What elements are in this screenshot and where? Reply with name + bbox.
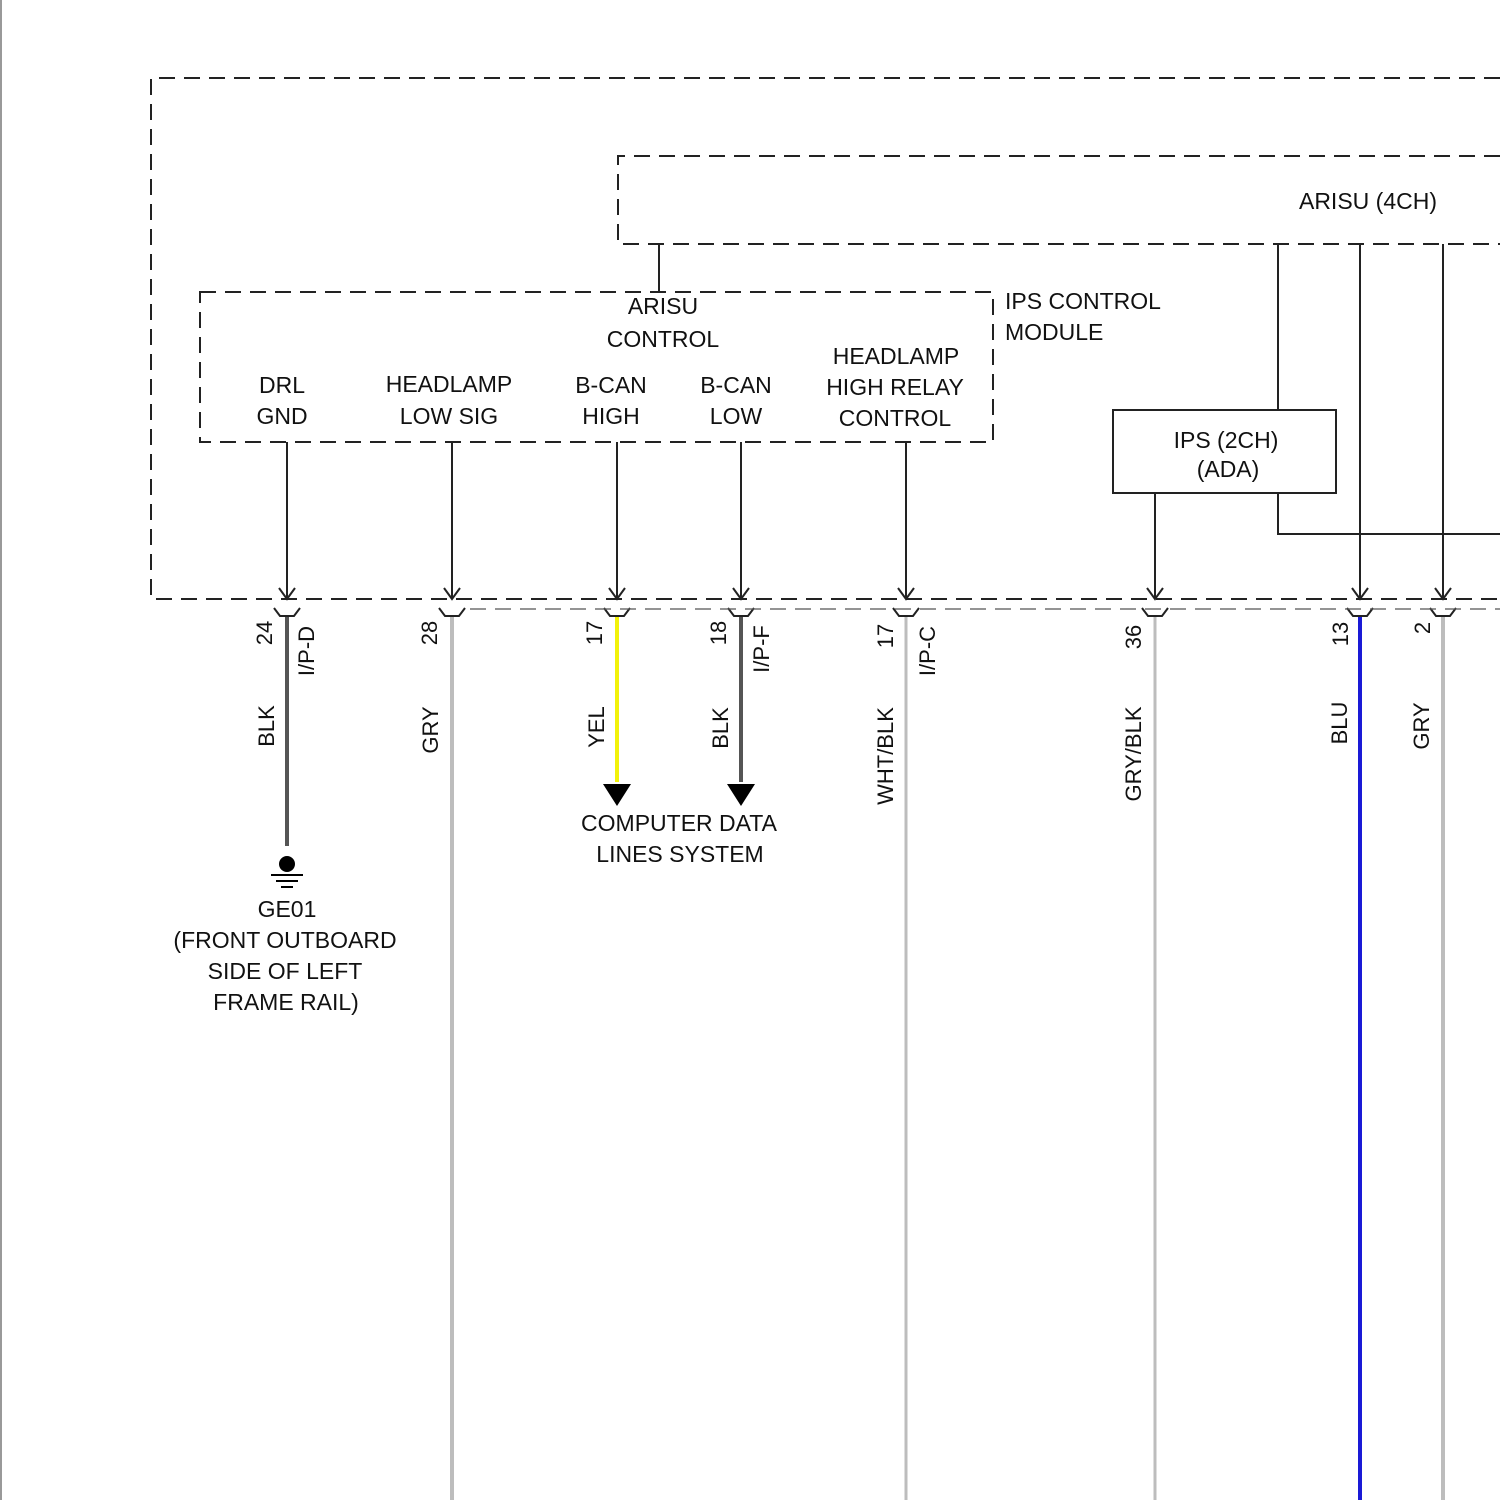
wire-color-label: BLK xyxy=(708,707,733,749)
headlamp-high-relay-label: HEADLAMP xyxy=(833,343,960,369)
connector-terminal xyxy=(274,608,300,616)
pin-number: 17 xyxy=(873,624,898,648)
pin-number: 13 xyxy=(1328,622,1353,646)
pin-number: 17 xyxy=(582,621,607,645)
headlamp-low-sig-label: HEADLAMP xyxy=(386,371,513,397)
ips-control-module-label: MODULE xyxy=(1005,319,1103,345)
drl-gnd-label: GND xyxy=(256,403,307,429)
arisu-control-label: ARISU xyxy=(628,293,698,319)
ips-2ch-label: (ADA) xyxy=(1197,456,1260,482)
computer-data-lines-label: LINES SYSTEM xyxy=(596,841,763,867)
arisu-4ch-label: ARISU (4CH) xyxy=(1299,188,1437,214)
connector-id: I/P-C xyxy=(915,626,940,676)
data-line-arrow-icon xyxy=(727,784,755,806)
data-line-arrow-icon xyxy=(603,784,631,806)
pin-number: 18 xyxy=(706,621,731,645)
wire-color-label: YEL xyxy=(584,706,609,748)
ground-icon xyxy=(271,856,303,887)
bcan-low-label: LOW xyxy=(710,403,763,429)
external-wires xyxy=(287,617,1443,1500)
bcan-low-label: B-CAN xyxy=(700,372,772,398)
wire-color-label: GRY xyxy=(1409,702,1434,750)
wire-color-label: WHT/BLK xyxy=(873,707,898,805)
pin-number: 28 xyxy=(417,621,442,645)
headlamp-high-relay-label: CONTROL xyxy=(839,405,952,431)
wire-color-label: BLK xyxy=(254,705,279,747)
headlamp-high-relay-label: HIGH RELAY xyxy=(826,374,964,400)
pin-number: 36 xyxy=(1121,625,1146,649)
ground-label: FRAME RAIL) xyxy=(213,989,359,1015)
bcan-high-label: B-CAN xyxy=(575,372,647,398)
pin-number: 24 xyxy=(252,621,277,645)
ips-control-module-label: IPS CONTROL xyxy=(1005,288,1161,314)
connector-id: I/P-D xyxy=(294,626,319,676)
headlamp-low-sig-label: LOW SIG xyxy=(400,403,498,429)
arisu-control-label: CONTROL xyxy=(607,326,720,352)
wire-color-label: GRY xyxy=(418,706,443,754)
drl-gnd-label: DRL xyxy=(259,372,305,398)
ground-label: GE01 xyxy=(258,896,317,922)
pin-number: 2 xyxy=(1410,622,1435,634)
wire-color-label: GRY/BLK xyxy=(1121,706,1146,801)
connector-id: I/P-F xyxy=(749,625,774,673)
ground-label: (FRONT OUTBOARD xyxy=(173,927,396,953)
wire-color-label: BLU xyxy=(1327,702,1352,745)
ips-2ch-label: IPS (2CH) xyxy=(1174,427,1279,453)
connector-terminal xyxy=(439,608,465,616)
bcan-high-label: HIGH xyxy=(582,403,640,429)
ground-label: SIDE OF LEFT xyxy=(208,958,363,984)
wire-labels: 24 I/P-D BLK 28 GRY 17 YEL 18 I/P-F BLK … xyxy=(252,621,1435,805)
computer-data-lines-label: COMPUTER DATA xyxy=(581,810,778,836)
